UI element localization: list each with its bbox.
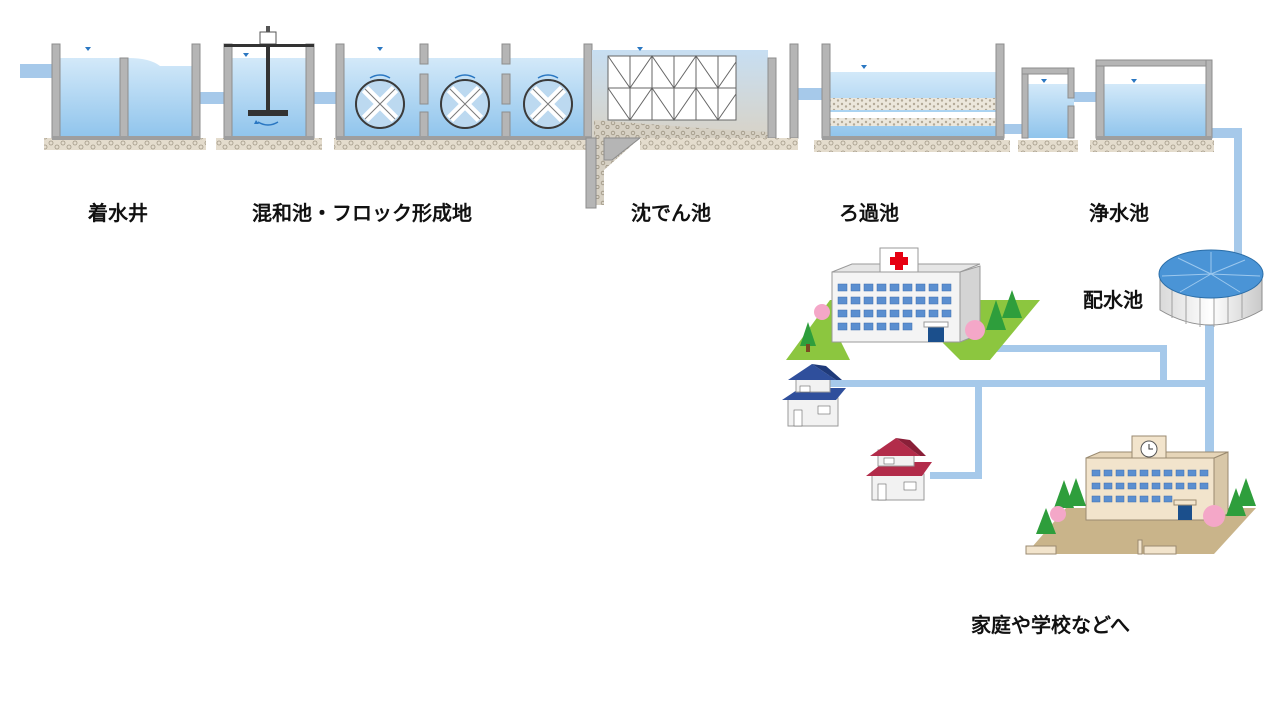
receiving-well	[44, 43, 206, 150]
flocculator-icon	[356, 80, 404, 128]
inclined-plate-settler	[607, 55, 737, 121]
house-icon	[866, 438, 932, 501]
destination-label: 家庭や学校などへ	[971, 613, 1130, 637]
sedimentation-label: 沈でん池	[631, 201, 711, 225]
clock-icon	[1140, 440, 1158, 458]
filtration-label: ろ過池	[839, 201, 899, 225]
flocculation-basin	[334, 43, 593, 150]
flocculator-icon	[441, 80, 489, 128]
water-level-marker-icon	[1131, 79, 1137, 83]
tree-icon	[800, 290, 1022, 352]
mixing-flocculation-label: 混和池・フロック形成地	[252, 201, 472, 225]
clear-water-label: 浄水池	[1089, 201, 1149, 225]
distribution-label: 配水池	[1083, 288, 1143, 312]
distribution-reservoir	[1158, 249, 1264, 327]
water-level-marker-icon	[85, 47, 91, 51]
water-level-marker-icon	[1041, 79, 1047, 83]
tree-icon	[1036, 478, 1256, 534]
house-icon	[782, 364, 846, 427]
flocculator-icon	[524, 80, 572, 128]
clear-water-basin	[1018, 59, 1214, 152]
water-level-marker-icon	[243, 53, 249, 57]
school-icon	[1025, 435, 1256, 555]
sedimentation-basin	[585, 43, 799, 209]
mixer-icon	[224, 26, 314, 126]
mixing-basin	[216, 26, 322, 150]
water-level-marker-icon	[861, 65, 867, 69]
water-level-marker-icon	[377, 47, 383, 51]
filter-basin	[814, 43, 1010, 152]
hospital-icon	[786, 247, 1040, 360]
receiving-well-label: 着水井	[88, 201, 148, 225]
